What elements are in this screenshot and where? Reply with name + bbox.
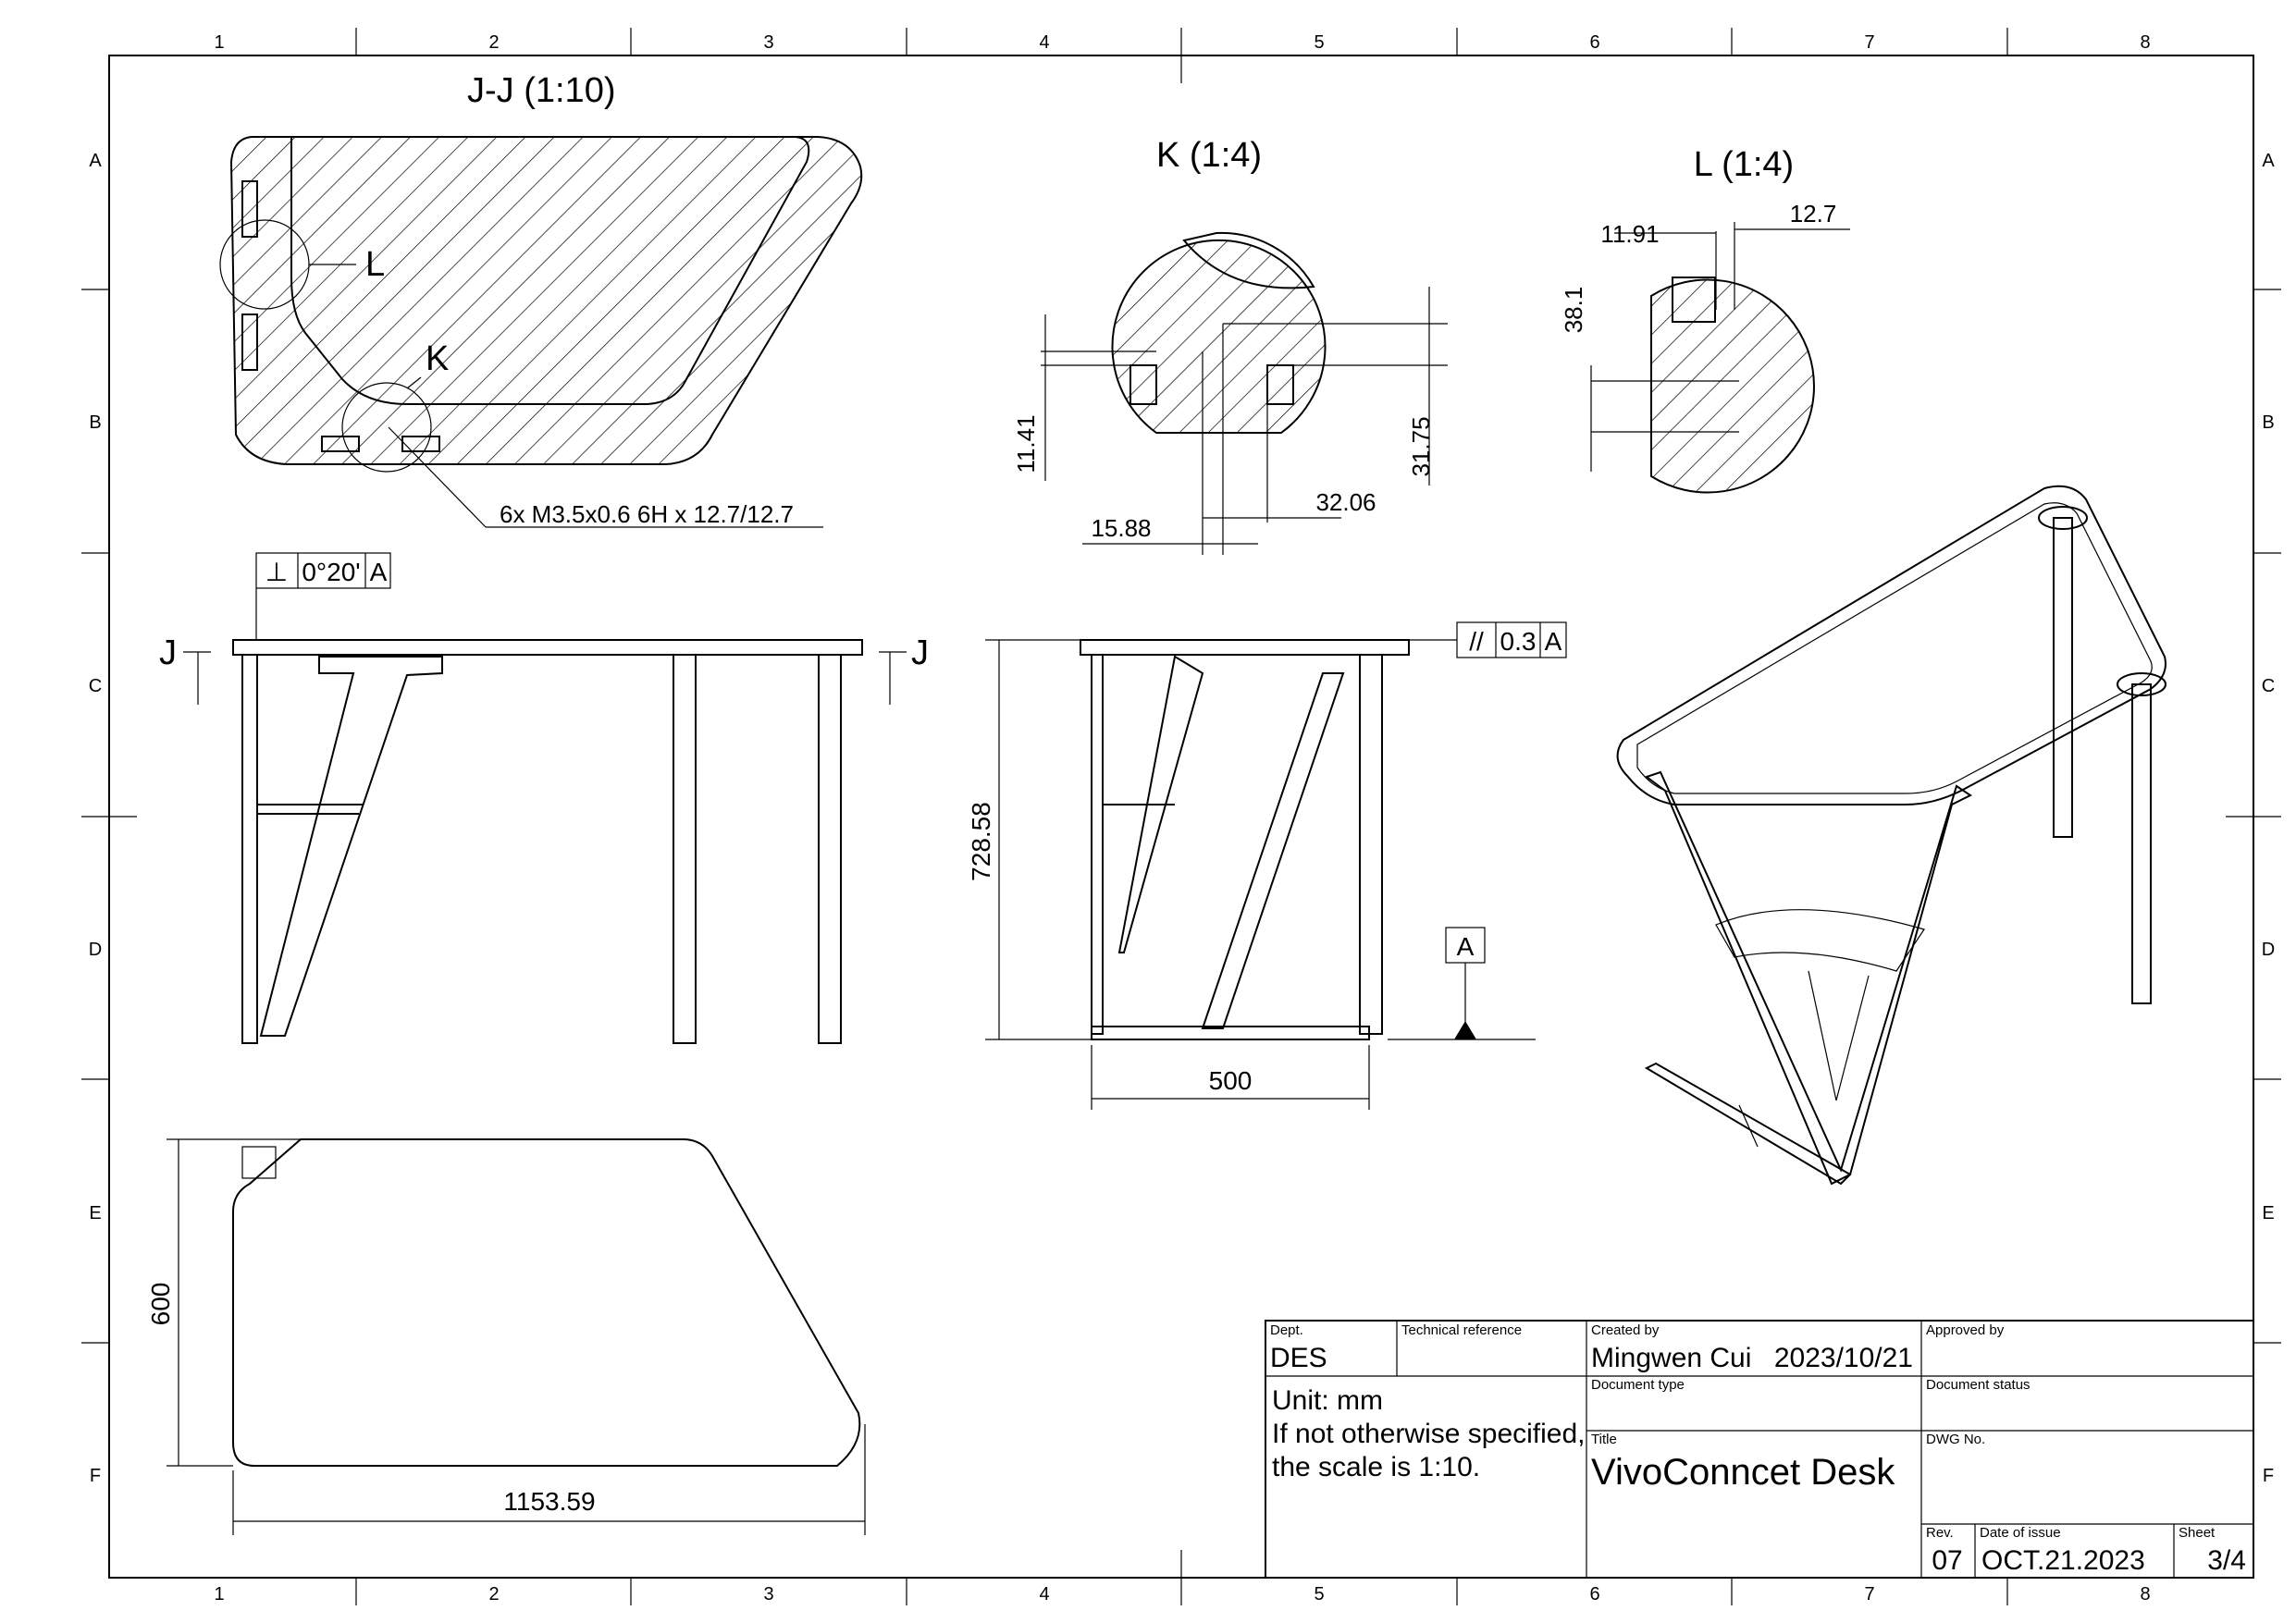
perp-symbol: ⊥ bbox=[265, 558, 288, 586]
detail-l-title: L (1:4) bbox=[1694, 145, 1794, 184]
section-jj-hatched-frame bbox=[229, 136, 863, 465]
grid-row-label: F bbox=[2263, 1466, 2274, 1486]
dim-label: 12.7 bbox=[1790, 200, 1837, 227]
grid-ticks bbox=[81, 28, 2281, 1605]
dwg-no-label: DWG No. bbox=[1926, 1432, 1985, 1447]
sheet-value: 3/4 bbox=[2207, 1545, 2246, 1576]
sheet-label: Sheet bbox=[2179, 1525, 2216, 1541]
grid-col-label: 5 bbox=[1314, 32, 1324, 53]
grid-row-label: A bbox=[89, 151, 102, 171]
dim-label: 11.91 bbox=[1600, 220, 1659, 248]
grid-col-label: 3 bbox=[763, 1584, 773, 1605]
created-by-value: Mingwen Cui bbox=[1591, 1343, 1751, 1373]
section-jj-slot bbox=[321, 436, 360, 452]
detail-view-l: L (1:4) 11.91 12.7 38.1 bbox=[1560, 145, 1850, 494]
detail-view-k: K (1:4) 11.41 31.75 15.88 32.06 bbox=[1012, 136, 1448, 555]
top-view: 600 1153.59 bbox=[146, 1138, 866, 1535]
note-line: If not otherwise specified, bbox=[1272, 1419, 1586, 1449]
rev-value: 07 bbox=[1932, 1545, 1962, 1576]
section-jj-slot bbox=[401, 436, 440, 452]
detail-l-label: L bbox=[365, 245, 385, 284]
grid-col-label: 6 bbox=[1589, 1584, 1599, 1605]
note-line: the scale is 1:10. bbox=[1272, 1452, 1480, 1482]
title-block: Dept. Technical reference Created by App… bbox=[1265, 1320, 2254, 1579]
section-jj-inner-cutout bbox=[290, 136, 810, 405]
section-view-jj: J-J (1:10) L K 6x M3.5x0.6 6H x 12.7/12.… bbox=[219, 71, 863, 528]
front-view: ⊥ 0°20' A J J bbox=[159, 552, 929, 1044]
date-label: Date of issue bbox=[1980, 1525, 2061, 1541]
grid-row-label: D bbox=[89, 940, 102, 960]
detail-k-circle bbox=[341, 382, 432, 473]
dim-width: 500 bbox=[1209, 1066, 1253, 1095]
dim-depth: 600 bbox=[146, 1283, 175, 1326]
parallel-symbol: // bbox=[1469, 627, 1484, 656]
created-date-value: 2023/10/21 bbox=[1774, 1343, 1913, 1373]
dim-label: 32.06 bbox=[1315, 488, 1376, 516]
perp-datum: A bbox=[370, 558, 388, 586]
perp-tolerance-frame bbox=[255, 552, 391, 589]
grid-col-label: 3 bbox=[763, 32, 773, 53]
grid-col-label: 1 bbox=[214, 32, 224, 53]
grid-col-label: 2 bbox=[488, 1584, 499, 1605]
grid-row-label: C bbox=[2262, 676, 2275, 696]
grid-col-label: 4 bbox=[1039, 1584, 1049, 1605]
section-jj-slot bbox=[241, 180, 258, 238]
date-value: OCT.21.2023 bbox=[1981, 1545, 2145, 1576]
section-jj-slot bbox=[241, 314, 258, 371]
grid-row-label: B bbox=[2262, 412, 2274, 433]
grid-col-label: 4 bbox=[1039, 32, 1049, 53]
dim-label: 38.1 bbox=[1560, 287, 1587, 334]
detail-k-label: K bbox=[426, 339, 449, 378]
grid-col-label: 7 bbox=[1864, 1584, 1874, 1605]
grid-row-label: C bbox=[89, 676, 102, 696]
created-by-label: Created by bbox=[1591, 1322, 1660, 1338]
dim-label: 15.88 bbox=[1091, 514, 1151, 542]
grid-col-label: 1 bbox=[214, 1584, 224, 1605]
dept-label: Dept. bbox=[1270, 1322, 1303, 1338]
drawing-title: VivoConncet Desk bbox=[1591, 1452, 1895, 1493]
detail-k-title: K (1:4) bbox=[1156, 136, 1262, 175]
section-mark-left: J bbox=[159, 633, 177, 672]
grid-row-label: F bbox=[90, 1466, 101, 1486]
parallel-value: 0.3 bbox=[1500, 627, 1537, 656]
grid-col-label: 2 bbox=[488, 32, 499, 53]
grid-row-label: E bbox=[89, 1203, 101, 1223]
grid-col-label: 7 bbox=[1864, 32, 1874, 53]
note-line: Unit: mm bbox=[1272, 1385, 1383, 1416]
dim-length: 1153.59 bbox=[503, 1487, 595, 1516]
approved-by-label: Approved by bbox=[1926, 1322, 2005, 1338]
datum-label: A bbox=[1457, 932, 1475, 961]
thread-note: 6x M3.5x0.6 6H x 12.7/12.7 bbox=[500, 500, 794, 528]
rev-label: Rev. bbox=[1926, 1525, 1954, 1541]
perp-value: 0°20' bbox=[302, 558, 360, 586]
section-mark-right: J bbox=[911, 633, 929, 672]
grid-col-label: 8 bbox=[2140, 1584, 2150, 1605]
dim-height: 728.58 bbox=[967, 802, 995, 881]
grid-row-label: A bbox=[2262, 151, 2275, 171]
doc-status-label: Document status bbox=[1926, 1377, 2031, 1393]
grid-col-label: 8 bbox=[2140, 32, 2150, 53]
grid-row-label: E bbox=[2262, 1203, 2274, 1223]
dim-label: 31.75 bbox=[1407, 416, 1435, 476]
grid-col-label: 5 bbox=[1314, 1584, 1324, 1605]
dim-label: 11.41 bbox=[1012, 414, 1040, 473]
grid-row-label: D bbox=[2262, 940, 2275, 960]
section-jj-title: J-J (1:10) bbox=[467, 71, 615, 110]
title-label: Title bbox=[1591, 1432, 1617, 1447]
tech-ref-label: Technical reference bbox=[1401, 1322, 1522, 1338]
dept-value: DES bbox=[1270, 1343, 1327, 1373]
side-view: // 0.3 A A 728.58 500 bbox=[967, 621, 1567, 1110]
parallel-datum: A bbox=[1545, 627, 1562, 656]
isometric-view bbox=[1616, 485, 2166, 1186]
grid-row-label: B bbox=[89, 412, 101, 433]
grid-col-label: 6 bbox=[1589, 32, 1599, 53]
doc-type-label: Document type bbox=[1591, 1377, 1685, 1393]
